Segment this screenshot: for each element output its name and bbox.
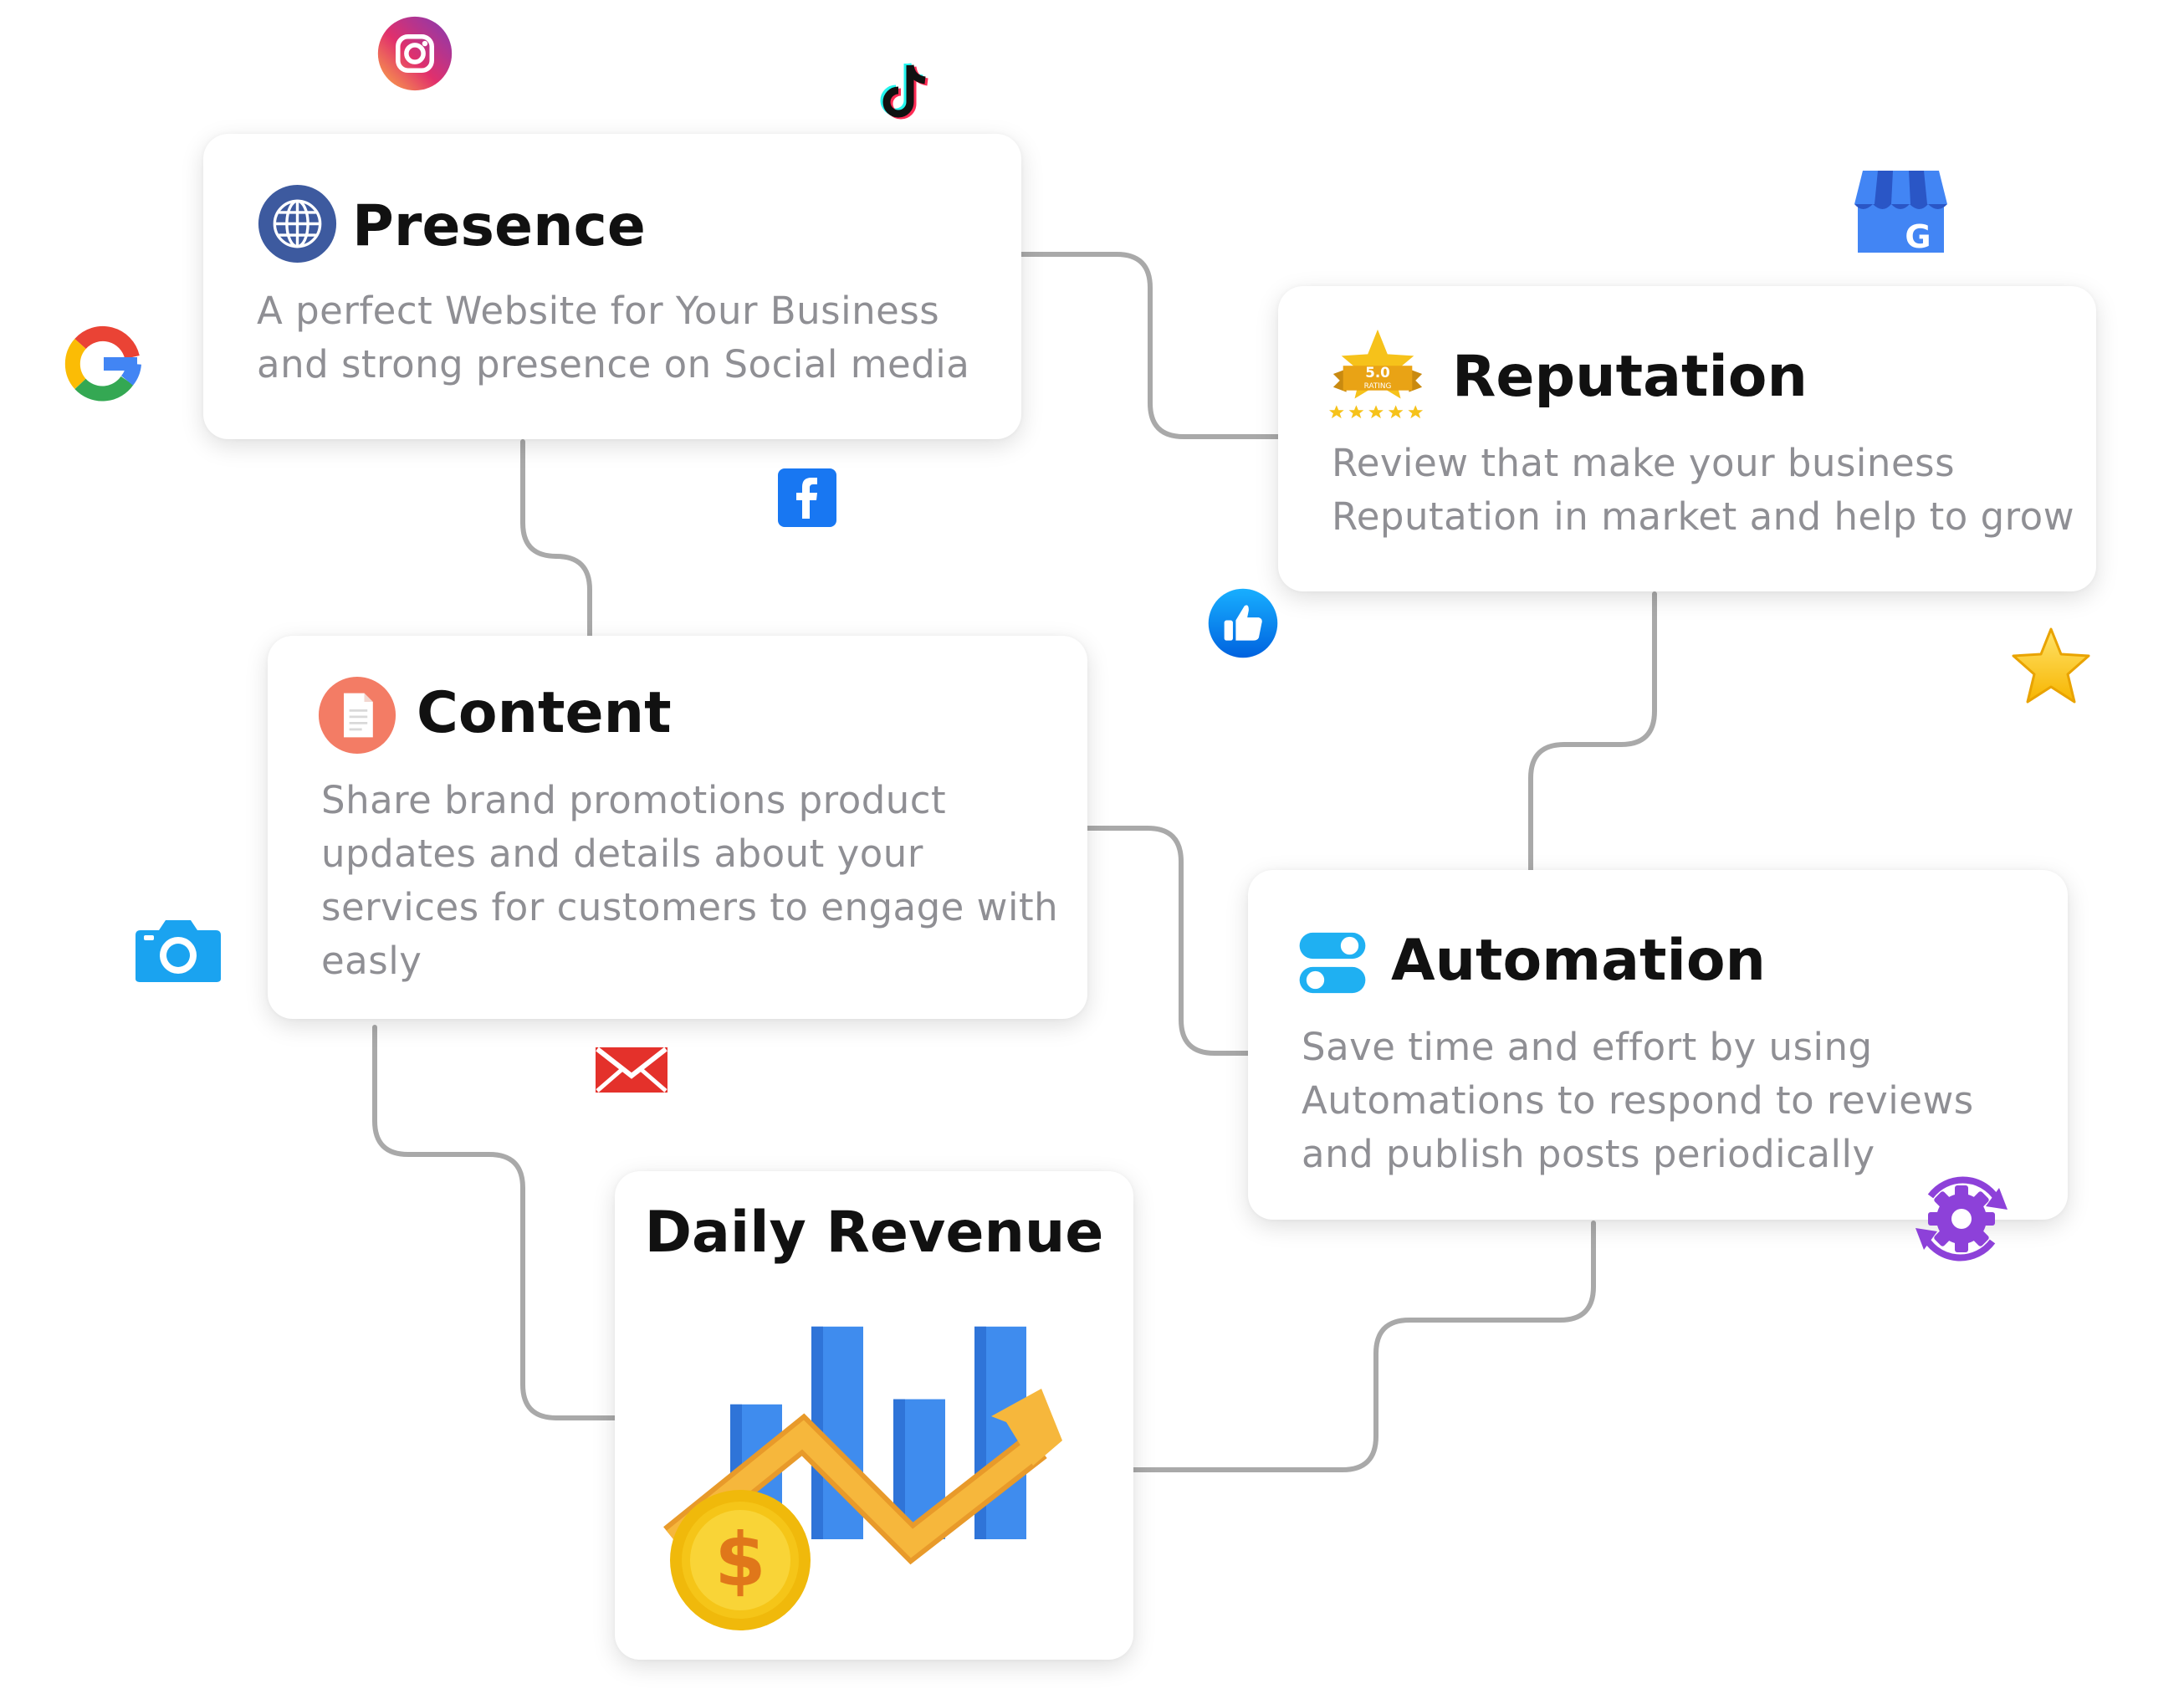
connector-presence-content bbox=[520, 439, 592, 638]
gear-sync-icon bbox=[1905, 1163, 2018, 1275]
automation-line-3: and publish posts periodically bbox=[1302, 1132, 1875, 1176]
star-icon bbox=[2009, 626, 2093, 706]
camera-icon bbox=[134, 917, 222, 984]
toggle-switch-icon bbox=[1298, 929, 1367, 997]
content-line-2: updates and details about your bbox=[321, 832, 923, 876]
automation-title: Automation bbox=[1391, 928, 1766, 994]
presence-line-2: and strong presence on Social media bbox=[257, 342, 970, 386]
presence-line-1: A perfect Website for Your Business bbox=[257, 289, 940, 333]
reputation-card: 5.0 RATING Reputation Review that make y… bbox=[1278, 286, 2096, 591]
automation-card: Automation Save time and effort by using… bbox=[1248, 870, 2068, 1220]
instagram-icon bbox=[376, 15, 453, 92]
connector-reputation-automation bbox=[1528, 591, 1657, 873]
automation-line-1: Save time and effort by using bbox=[1302, 1025, 1873, 1069]
connector-automation-revenue bbox=[1131, 1221, 1596, 1472]
google-my-business-icon: G bbox=[1853, 167, 1949, 255]
connector-content-revenue bbox=[372, 1025, 617, 1420]
reputation-description: Review that make your business Reputatio… bbox=[1332, 437, 2074, 544]
presence-description: A perfect Website for Your Business and … bbox=[257, 284, 969, 392]
connector-content-automation bbox=[1085, 826, 1251, 1056]
content-line-4: easly bbox=[321, 939, 422, 983]
dollar-coin-icon: $ bbox=[670, 1490, 811, 1630]
svg-text:G: G bbox=[1905, 218, 1931, 255]
globe-icon bbox=[257, 183, 338, 264]
revenue-title: Daily Revenue bbox=[644, 1200, 1104, 1266]
revenue-card: Daily Revenue $ bbox=[615, 1171, 1133, 1660]
reputation-line-2: Reputation in market and help to grow bbox=[1332, 494, 2075, 539]
revenue-chart: $ bbox=[663, 1326, 1062, 1630]
content-line-3: services for customers to engage with bbox=[321, 885, 1059, 929]
reputation-title: Reputation bbox=[1452, 344, 1808, 410]
presence-card: Presence A perfect Website for Your Busi… bbox=[203, 134, 1021, 439]
rating-value: 5.0 bbox=[1365, 364, 1390, 381]
arrow-head bbox=[991, 1389, 1062, 1466]
facebook-icon bbox=[778, 468, 836, 527]
automation-description: Save time and effort by using Automation… bbox=[1302, 1021, 1974, 1181]
reputation-line-1: Review that make your business bbox=[1332, 441, 1956, 485]
presence-title: Presence bbox=[352, 193, 646, 259]
content-title: Content bbox=[417, 680, 672, 746]
connector-presence-reputation bbox=[1018, 252, 1281, 439]
svg-text:$: $ bbox=[714, 1517, 765, 1603]
content-card: Content Share brand promotions product u… bbox=[268, 636, 1087, 1019]
thumbs-up-icon bbox=[1207, 587, 1279, 659]
revenue-bar-shade-3 bbox=[893, 1399, 905, 1539]
google-icon bbox=[62, 322, 146, 406]
content-line-1: Share brand promotions product bbox=[321, 778, 947, 822]
rating-badge-icon: 5.0 RATING bbox=[1328, 326, 1427, 425]
mail-icon bbox=[594, 1046, 669, 1094]
content-description: Share brand promotions product updates a… bbox=[321, 774, 1058, 988]
rating-label: RATING bbox=[1364, 382, 1392, 391]
automation-line-2: Automations to respond to reviews bbox=[1302, 1078, 1974, 1123]
tiktok-icon bbox=[877, 60, 937, 127]
document-icon bbox=[318, 676, 396, 755]
